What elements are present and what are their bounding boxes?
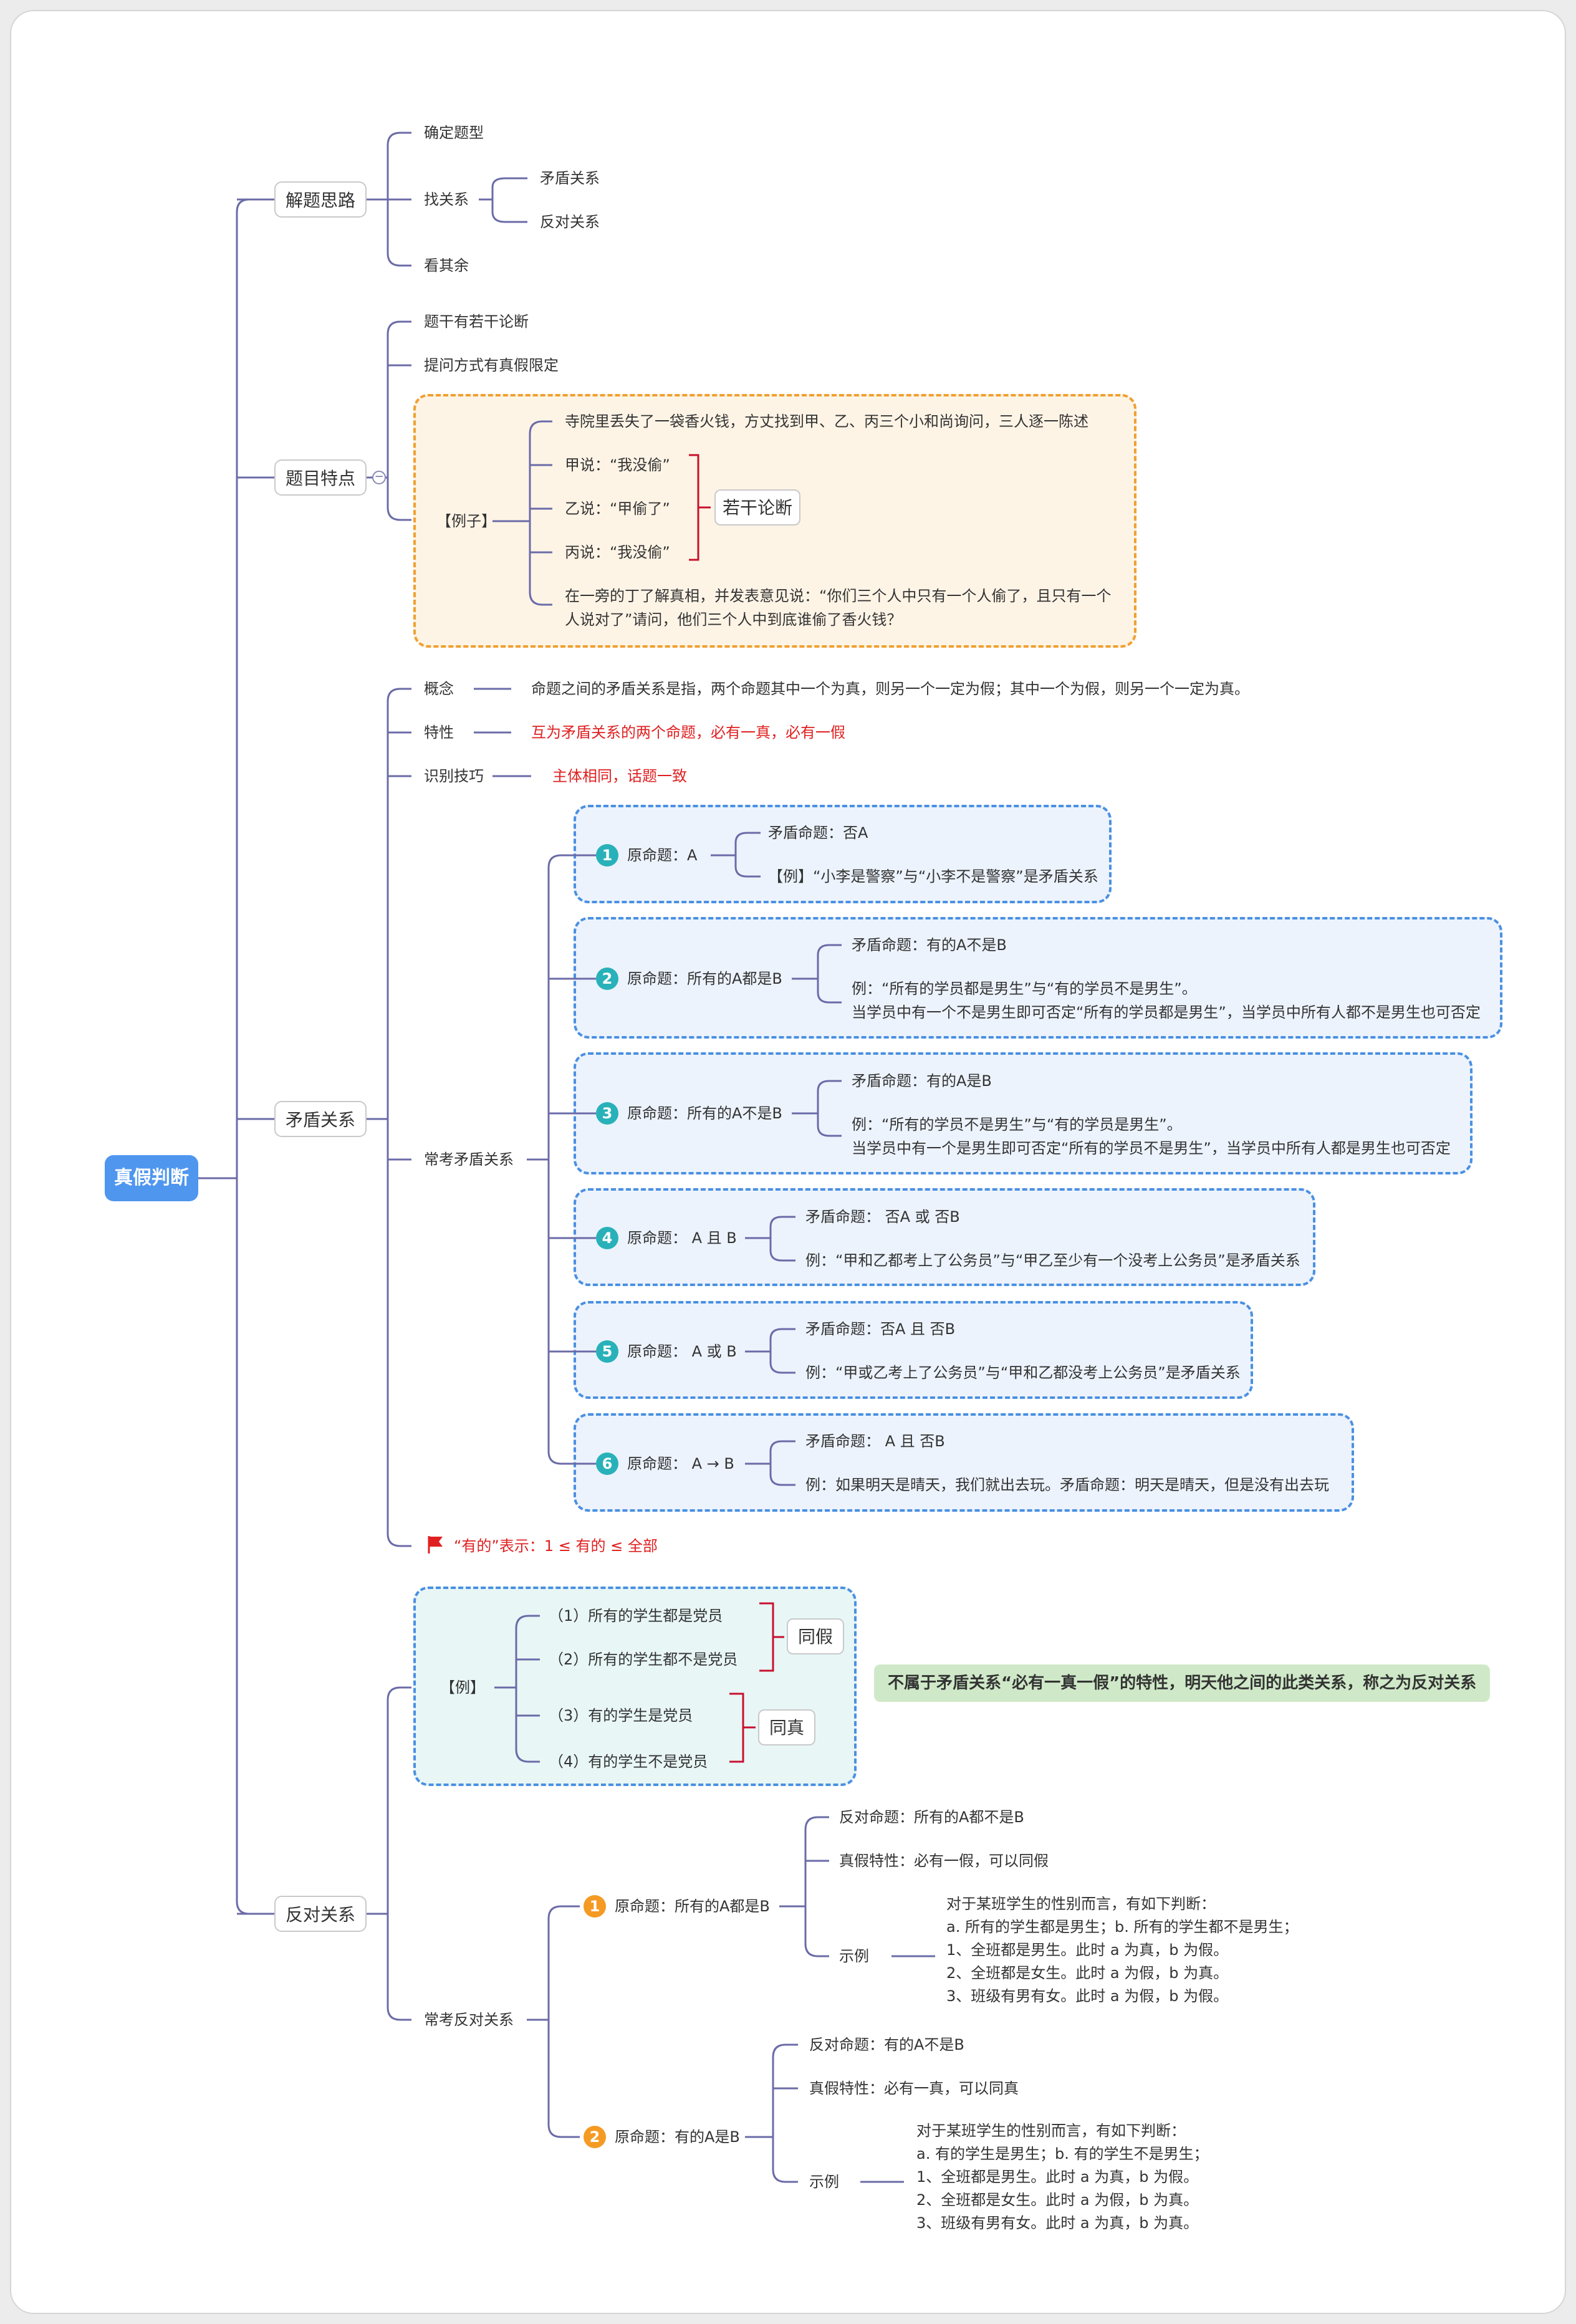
case-3-example[interactable]: 例：“所有的学员不是男生”与“有的学员是男生”。 xyxy=(852,1116,1182,1133)
connector-root-trunk xyxy=(236,198,250,1915)
case-4-contradiction[interactable]: 矛盾命题： 否A 或 否B xyxy=(805,1208,960,1226)
contradiction-case-box-4 xyxy=(574,1188,1315,1286)
example-line-6[interactable]: 人说对了”请问，他们三个人中到底谁偷了香火钱？ xyxy=(565,611,902,628)
branch-features[interactable]: 题目特点 xyxy=(274,459,367,496)
example-box-contrary xyxy=(413,1587,857,1786)
case-3-contradiction[interactable]: 矛盾命题：有的A是B xyxy=(852,1072,992,1090)
badge-contrary-1: 1 xyxy=(584,1895,606,1918)
example-line-5[interactable]: 在一旁的丁了解真相，并发表意见说：“你们三个人中只有一个人偷了，且只有一个 xyxy=(565,587,1112,605)
topic-contrary[interactable]: 反对关系 xyxy=(540,213,600,231)
contrary-1-original[interactable]: 原命题：所有的A都是B xyxy=(615,1898,770,1915)
contradiction-case-box-1 xyxy=(574,805,1112,903)
case-1-contradiction[interactable]: 矛盾命题：否A xyxy=(768,824,868,842)
example-line-4[interactable]: 丙说：“我没偷” xyxy=(565,544,670,561)
tag-both-false[interactable]: 同假 xyxy=(787,1618,844,1654)
text-skill[interactable]: 主体相同，话题一致 xyxy=(552,767,687,785)
example-item-3[interactable]: （3）有的学生是党员 xyxy=(549,1707,693,1724)
badge-case-1: 1 xyxy=(596,844,618,867)
contrary-2-trait[interactable]: 真假特性：必有一真，可以同真 xyxy=(809,2080,1019,2097)
contrary-1-demo-5[interactable]: 3、班级有男有女。此时 a 为假，b 为假。 xyxy=(946,1987,1229,2005)
contrary-2-demo-3[interactable]: 1、全班都是男生。此时 a 为真，b 为假。 xyxy=(916,2168,1199,2186)
case-6-original[interactable]: 原命题： A → B xyxy=(627,1455,734,1472)
text-concept[interactable]: 命题之间的矛盾关系是指，两个命题其中一个为真，则另一个一定为假；其中一个为假，则… xyxy=(531,680,1249,698)
bracket-arguments xyxy=(689,454,711,561)
topic-determine-type[interactable]: 确定题型 xyxy=(424,124,484,142)
example-item-1[interactable]: （1）所有的学生都是党员 xyxy=(549,1607,723,1625)
contrary-2-opposite[interactable]: 反对命题：有的A不是B xyxy=(809,2036,964,2053)
label-concept[interactable]: 概念 xyxy=(424,680,454,698)
summary-contrary[interactable]: 不属于矛盾关系“必有一真一假”的特性，明天他之间的此类关系，称之为反对关系 xyxy=(874,1664,1491,1702)
tag-arguments[interactable]: 若干论断 xyxy=(714,489,800,526)
contrary-2-demo-4[interactable]: 2、全班都是女生。此时 a 为假，b 为真。 xyxy=(916,2191,1199,2209)
example-item-2[interactable]: （2）所有的学生都不是党员 xyxy=(549,1651,738,1668)
badge-case-2: 2 xyxy=(596,968,618,990)
case-2-example-detail[interactable]: 当学员中有一个不是男生即可否定“所有的学员都是男生”，当学员中所有人都不是男生也… xyxy=(852,1004,1481,1021)
example-line-2[interactable]: 甲说：“我没偷” xyxy=(565,456,670,474)
contrary-1-demo-label[interactable]: 示例 xyxy=(839,1947,869,1965)
contrary-1-opposite[interactable]: 反对命题：所有的A都不是B xyxy=(839,1808,1024,1826)
topic-question-truth[interactable]: 提问方式有真假限定 xyxy=(424,357,559,374)
topic-look-rest[interactable]: 看其余 xyxy=(424,257,469,274)
branch-approach[interactable]: 解题思路 xyxy=(274,181,367,218)
badge-contrary-2: 2 xyxy=(584,2126,606,2148)
contrary-1-demo-3[interactable]: 1、全班都是男生。此时 a 为真，b 为假。 xyxy=(946,1941,1229,1959)
contrary-1-demo-4[interactable]: 2、全班都是女生。此时 a 为假，b 为真。 xyxy=(946,1964,1229,1982)
label-common-contrary[interactable]: 常考反对关系 xyxy=(424,2011,514,2029)
case-2-contradiction[interactable]: 矛盾命题：有的A不是B xyxy=(852,936,1007,954)
bracket-both-true xyxy=(729,1693,756,1763)
collapse-icon[interactable]: − xyxy=(372,471,386,484)
case-6-example[interactable]: 例：如果明天是晴天，我们就出去玩。矛盾命题：明天是晴天，但是没有出去玩 xyxy=(805,1476,1329,1494)
label-common-contradiction[interactable]: 常考矛盾关系 xyxy=(424,1151,514,1168)
contrary-2-demo-1[interactable]: 对于某班学生的性别而言，有如下判断： xyxy=(916,2122,1186,2139)
case-1-original[interactable]: 原命题：A xyxy=(627,847,698,864)
branch-contrary[interactable]: 反对关系 xyxy=(274,1896,367,1932)
example-line-3[interactable]: 乙说：“甲偷了” xyxy=(565,500,670,517)
case-1-example[interactable]: 【例】“小李是警察”与“小李不是警察”是矛盾关系 xyxy=(768,868,1098,885)
example-line-1[interactable]: 寺院里丢失了一袋香火钱，方丈找到甲、乙、丙三个小和尚询问，三人逐一陈述 xyxy=(565,413,1088,430)
example-label[interactable]: 【例子】 xyxy=(436,512,496,530)
contrary-1-demo-1[interactable]: 对于某班学生的性别而言，有如下判断： xyxy=(946,1895,1216,1913)
case-2-original[interactable]: 原命题：所有的A都是B xyxy=(627,970,782,987)
case-4-original[interactable]: 原命题： A 且 B xyxy=(627,1229,737,1247)
contradiction-case-box-2 xyxy=(574,917,1502,1039)
label-skill[interactable]: 识别技巧 xyxy=(424,767,484,785)
case-2-example[interactable]: 例：“所有的学员都是男生”与“有的学员不是男生”。 xyxy=(852,980,1197,997)
badge-case-3: 3 xyxy=(596,1102,618,1125)
contrary-2-demo-5[interactable]: 3、班级有男有女。此时 a 为真，b 为真。 xyxy=(916,2214,1199,2232)
tag-both-true[interactable]: 同真 xyxy=(758,1709,815,1745)
contrary-2-demo-2[interactable]: a. 有的学生是男生；b. 有的学生不是男生； xyxy=(916,2145,1209,2163)
case-5-original[interactable]: 原命题： A 或 B xyxy=(627,1343,737,1360)
case-3-example-detail[interactable]: 当学员中有一个是男生即可否定“所有的学员不是男生”，当学员中所有人都是男生也可否… xyxy=(852,1140,1451,1157)
note-some-range[interactable]: “有的”表示：1 ≤ 有的 ≤ 全部 xyxy=(454,1537,658,1555)
case-4-example[interactable]: 例：“甲和乙都考上了公务员”与“甲乙至少有一个没考上公务员”是矛盾关系 xyxy=(805,1252,1300,1269)
case-5-contradiction[interactable]: 矛盾命题：否A 且 否B xyxy=(805,1320,956,1338)
label-trait[interactable]: 特性 xyxy=(424,724,454,741)
contrary-1-demo-2[interactable]: a. 所有的学生都是男生；b. 所有的学生都不是男生； xyxy=(946,1918,1299,1936)
case-5-example[interactable]: 例：“甲或乙考上了公务员”与“甲和乙都没考上公务员”是矛盾关系 xyxy=(805,1364,1241,1381)
contrary-2-original[interactable]: 原命题：有的A是B xyxy=(615,2128,740,2146)
topic-multiple-arguments[interactable]: 题干有若干论断 xyxy=(424,313,529,330)
contrary-2-demo-label[interactable]: 示例 xyxy=(809,2173,839,2191)
topic-find-relation[interactable]: 找关系 xyxy=(424,191,469,208)
badge-case-6: 6 xyxy=(596,1452,618,1475)
bracket-both-false xyxy=(759,1602,784,1672)
topic-contradiction[interactable]: 矛盾关系 xyxy=(540,170,600,187)
root-node[interactable]: 真假判断 xyxy=(105,1155,198,1201)
contradiction-case-box-3 xyxy=(574,1052,1473,1174)
badge-case-5: 5 xyxy=(596,1340,618,1363)
flag-icon xyxy=(428,1536,443,1553)
badge-case-4: 4 xyxy=(596,1227,618,1249)
example-label-contrary[interactable]: 【例】 xyxy=(440,1679,485,1696)
contrary-1-trait[interactable]: 真假特性：必有一假，可以同假 xyxy=(839,1852,1049,1870)
text-trait[interactable]: 互为矛盾关系的两个命题，必有一真，必有一假 xyxy=(531,724,845,741)
contradiction-case-box-6 xyxy=(574,1413,1354,1512)
case-3-original[interactable]: 原命题：所有的A不是B xyxy=(627,1105,782,1122)
example-item-4[interactable]: （4）有的学生不是党员 xyxy=(549,1753,708,1770)
branch-contradiction[interactable]: 矛盾关系 xyxy=(274,1101,367,1137)
contradiction-case-box-5 xyxy=(574,1301,1253,1399)
case-6-contradiction[interactable]: 矛盾命题： A 且 否B xyxy=(805,1433,945,1450)
